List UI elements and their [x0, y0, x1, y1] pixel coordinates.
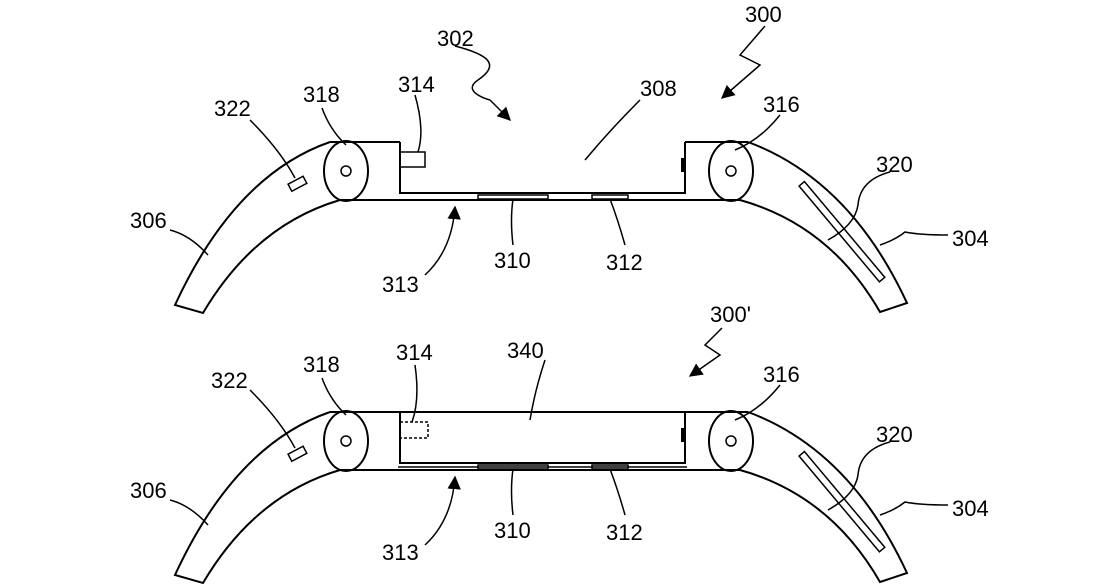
- label-300-prime: 300': [710, 302, 751, 327]
- label-313: 313: [382, 272, 419, 297]
- arrow-300-prime: [688, 327, 723, 377]
- button-314: [399, 151, 426, 168]
- figure-300-prime: 300' 314 340 318 316 322 320 306 304 313…: [130, 302, 989, 584]
- label-322: 322: [211, 368, 248, 393]
- label-316: 316: [763, 362, 800, 387]
- side-bump: [681, 158, 685, 172]
- arrow-300: [720, 25, 766, 99]
- label-306: 306: [130, 478, 167, 503]
- label-314: 314: [398, 72, 435, 97]
- label-313: 313: [382, 540, 419, 565]
- label-300: 300: [745, 2, 782, 27]
- wristband-body: [174, 140, 908, 314]
- label-318: 318: [303, 82, 340, 107]
- label-322: 322: [214, 96, 251, 121]
- device-cavity: [399, 142, 686, 194]
- device-340: [399, 411, 686, 464]
- button-314-hidden: [399, 421, 429, 439]
- label-318: 318: [303, 352, 340, 377]
- label-310: 310: [494, 248, 531, 273]
- label-306: 306: [130, 208, 167, 233]
- label-320: 320: [876, 422, 913, 447]
- label-312: 312: [606, 250, 643, 275]
- label-310: 310: [494, 518, 531, 543]
- label-302: 302: [437, 26, 474, 51]
- arrow-302: [489, 99, 511, 121]
- label-316: 316: [763, 92, 800, 117]
- wristband-body: [174, 410, 908, 584]
- arrow-313: [424, 205, 461, 276]
- label-308: 308: [640, 76, 677, 101]
- label-312: 312: [606, 520, 643, 545]
- label-320: 320: [876, 152, 913, 177]
- label-314: 314: [396, 340, 433, 365]
- figure-300: 302 300 314 318 308 316 322 320 306 304 …: [130, 2, 989, 314]
- arrow-313: [424, 475, 461, 546]
- label-340: 340: [507, 338, 544, 363]
- label-304: 304: [952, 496, 989, 521]
- label-304: 304: [952, 226, 989, 251]
